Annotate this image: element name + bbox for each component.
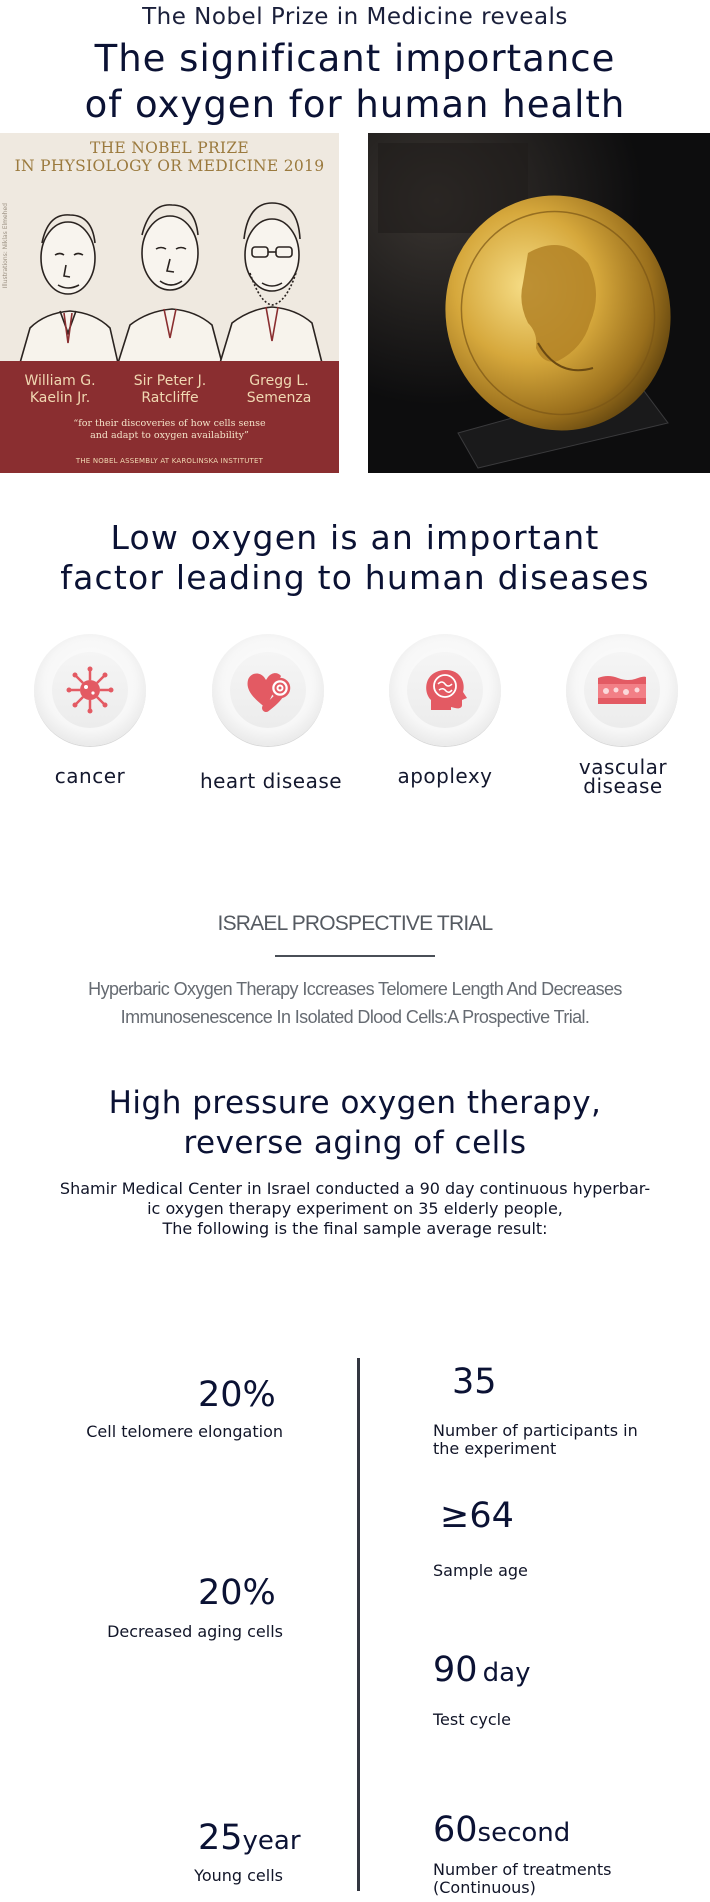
nobel-image-title-line-1: THE NOBEL PRIZE	[89, 139, 250, 157]
vascular-disease-icon-badge	[566, 634, 678, 746]
trial-description: Hyperbaric Oxygen Therapy Iccreases Telo…	[0, 975, 710, 1031]
laureate-1-first: William G.	[24, 373, 96, 389]
laureate-name-3: Gregg L. Semenza	[224, 373, 334, 407]
therapy-description-line-2: ic oxygen therapy experiment on 35 elder…	[147, 1199, 563, 1218]
laureate-1-last: Kaelin Jr.	[29, 390, 91, 406]
stat-participants-value: 35	[452, 1362, 497, 1402]
stat-treatments-label: Number of treatments (Continuous)	[433, 1861, 693, 1897]
therapy-heading-line-1: High pressure oxygen therapy,	[108, 1085, 602, 1121]
stat-young-cells-value: 25year	[198, 1818, 301, 1858]
stat-sample-age-label: Sample age	[433, 1561, 528, 1580]
headline-line-2: of oxygen for human health	[84, 83, 626, 126]
stat-telomere-label: Cell telomere elongation	[86, 1422, 283, 1441]
trial-divider	[275, 955, 435, 957]
apoplexy-icon-badge	[389, 634, 501, 746]
diseases-heading-line-2: factor leading to human diseases	[60, 558, 650, 597]
disease-label-heart-disease: heart disease	[199, 769, 343, 793]
test-cycle-number: 90	[433, 1650, 478, 1690]
vascular-label-line-1: vascular	[578, 755, 668, 779]
stat-participants-label: Number of participants in the experiment	[433, 1422, 693, 1458]
laureate-2-last: Ratcliffe	[141, 390, 199, 406]
stats-divider	[357, 1358, 360, 1891]
headline-line-1: The significant importance	[94, 37, 616, 80]
kicker-text: The Nobel Prize in Medicine reveals	[142, 4, 568, 30]
test-cycle-unit: day	[482, 1658, 531, 1688]
heart-disease-icon-badge	[212, 634, 324, 746]
therapy-heading: High pressure oxygen therapy, reverse ag…	[0, 1083, 710, 1163]
laureate-portraits-illustration	[19, 202, 323, 363]
disease-label-cancer: cancer	[54, 764, 126, 788]
page-headline: The significant importance of oxygen for…	[0, 36, 710, 128]
stat-aging-cells-label: Decreased aging cells	[107, 1622, 283, 1641]
stat-sample-age-value: ≥64	[440, 1496, 514, 1536]
young-cells-number: 25	[198, 1818, 243, 1858]
laureate-3-first: Gregg L.	[249, 373, 309, 389]
laureate-banner	[0, 361, 339, 473]
treatments-label-line-2: (Continuous)	[433, 1878, 536, 1897]
nobel-laureates-image: THE NOBEL PRIZE IN PHYSIOLOGY OR MEDICIN…	[0, 133, 339, 473]
trial-description-line-1: Hyperbaric Oxygen Therapy Iccreases Telo…	[88, 979, 622, 999]
nobel-medal-photo	[368, 133, 710, 473]
young-cells-unit: year	[242, 1826, 301, 1856]
treatments-unit: second	[477, 1818, 571, 1848]
trial-title: ISRAEL PROSPECTIVE TRIAL	[217, 912, 494, 935]
treatments-label-line-1: Number of treatments	[433, 1860, 612, 1879]
therapy-description-line-3: The following is the final sample averag…	[162, 1219, 548, 1238]
nobel-citation: “for their discoveries of how cells sens…	[0, 418, 339, 442]
stat-aging-cells-value: 20%	[198, 1573, 276, 1613]
stat-test-cycle-label: Test cycle	[433, 1710, 511, 1729]
diseases-heading-line-1: Low oxygen is an important	[110, 518, 600, 557]
stat-telomere-value: 20%	[198, 1375, 276, 1415]
medal-illustration	[368, 133, 710, 473]
heart-icon	[247, 673, 291, 712]
blood-vessel-icon	[598, 676, 646, 704]
therapy-description: Shamir Medical Center in Israel conducte…	[0, 1179, 710, 1239]
disease-label-apoplexy: apoplexy	[397, 764, 493, 788]
laureate-name-1: William G. Kaelin Jr.	[5, 373, 115, 407]
nobel-assembly-credit: THE NOBEL ASSEMBLY AT KAROLINSKA INSTITU…	[75, 457, 264, 465]
citation-line-2: and adapt to oxygen availability”	[90, 430, 249, 441]
laureate-2-first: Sir Peter J.	[133, 373, 207, 389]
trial-description-line-2: Immunosenescence In Isolated Dlood Cells…	[120, 1007, 590, 1027]
nobel-image-title-line-2: IN PHYSIOLOGY OR MEDICINE 2019	[14, 157, 325, 175]
brain-head-icon	[426, 670, 467, 710]
participants-label-line-2: the experiment	[433, 1439, 557, 1458]
stat-young-cells-label: Young cells	[194, 1866, 283, 1885]
participants-label-line-1: Number of participants in	[433, 1421, 638, 1440]
virus-icon	[66, 666, 114, 714]
disease-label-vascular-disease: vascular disease	[533, 755, 710, 798]
vascular-label-line-2: disease	[583, 774, 663, 798]
laureate-3-last: Semenza	[246, 390, 312, 406]
citation-line-1: “for their discoveries of how cells sens…	[73, 418, 266, 429]
treatments-number: 60	[433, 1810, 478, 1850]
therapy-heading-line-2: reverse aging of cells	[183, 1125, 527, 1161]
therapy-description-line-1: Shamir Medical Center in Israel conducte…	[59, 1179, 651, 1198]
stat-treatments-value: 60second	[433, 1810, 570, 1850]
stat-test-cycle-value: 90 day	[433, 1650, 530, 1690]
cancer-icon-badge	[34, 634, 146, 746]
diseases-heading: Low oxygen is an important factor leadin…	[0, 518, 710, 598]
laureate-name-2: Sir Peter J. Ratcliffe	[115, 373, 225, 407]
